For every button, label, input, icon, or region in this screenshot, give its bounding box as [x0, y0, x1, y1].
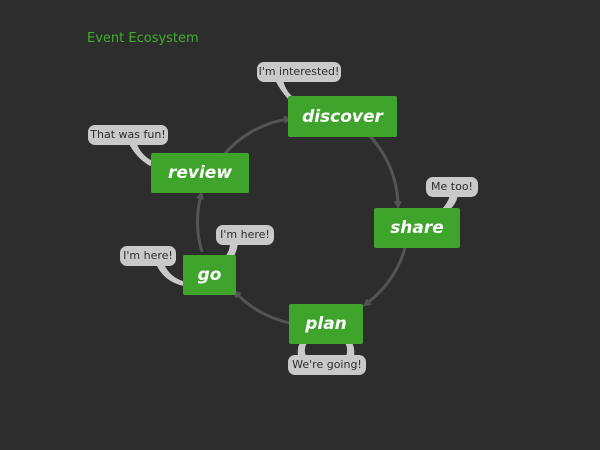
bubble-tail-discover — [275, 80, 296, 99]
bubble-tail-go-left — [156, 264, 186, 286]
stage-discover: discover — [288, 96, 397, 137]
bubble-plan: We're going! — [288, 355, 366, 375]
bubble-go-right: I'm here! — [216, 225, 274, 245]
arrow-review-to-discover — [220, 115, 292, 158]
bubble-go-left: I'm here! — [120, 246, 176, 266]
bubble-tail-review — [128, 142, 156, 166]
arrow-plan-to-go — [233, 290, 291, 325]
arrow-discover-to-share — [365, 131, 402, 209]
diagram-title: Event Ecosystem — [87, 31, 199, 46]
stage-go: go — [183, 255, 236, 295]
bubble-discover: I'm interested! — [257, 62, 341, 82]
bubble-share: Me too! — [426, 177, 478, 197]
bubble-tail-share — [441, 195, 458, 211]
stage-share: share — [374, 208, 460, 248]
bubble-review: That was fun! — [88, 125, 168, 145]
stage-plan: plan — [289, 304, 363, 344]
arrow-share-to-plan — [362, 247, 407, 307]
arrow-go-to-review — [196, 191, 204, 253]
stage-review: review — [151, 153, 249, 193]
